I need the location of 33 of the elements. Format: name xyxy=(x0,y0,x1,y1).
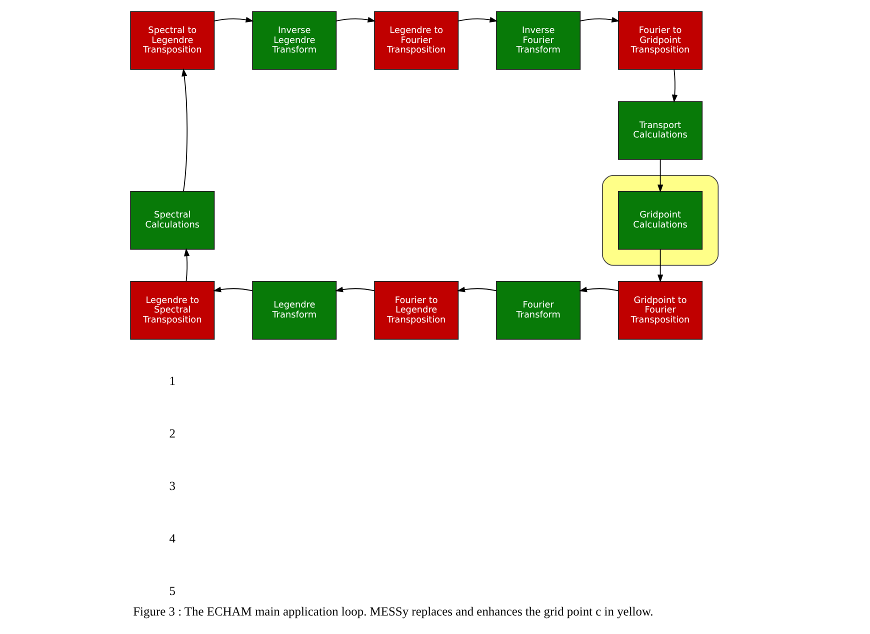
node-box: Legendre to Spectral Transposition xyxy=(130,280,214,340)
arrow xyxy=(657,159,663,193)
arrow xyxy=(579,17,620,23)
node-box: Legendre to Fourier Transposition xyxy=(374,11,458,70)
arrow xyxy=(181,68,188,192)
node-box: Fourier to Gridpoint Transposition xyxy=(618,11,702,70)
arrow xyxy=(334,286,374,292)
arrow xyxy=(671,69,678,103)
node-box: Fourier to Legendre Transposition xyxy=(374,280,458,340)
node-box: Inverse Legendre Transform xyxy=(252,11,336,70)
arrow xyxy=(335,17,376,23)
label: 3 xyxy=(168,478,176,493)
node-box: Fourier Transform xyxy=(496,280,580,340)
label: 5 xyxy=(168,584,176,598)
node-box: Spectral Calculations xyxy=(130,191,214,250)
node-box: Legendre Transform xyxy=(252,280,336,340)
arrow xyxy=(213,17,254,23)
node-box: Gridpoint to Fourier Transposition xyxy=(618,280,702,340)
label: 1 xyxy=(168,374,176,388)
arrow xyxy=(657,248,663,283)
caption: Figure 3 : The ECHAM main application loop. MESSy replaces and enhances the grid point c in yellow. xyxy=(132,604,653,618)
node-box: Transport Calculations xyxy=(618,101,702,160)
node-box: Gridpoint Calculations xyxy=(618,191,702,250)
arrow xyxy=(578,286,618,292)
cluster xyxy=(601,175,718,266)
arrow xyxy=(456,286,496,292)
label: 4 xyxy=(168,531,176,546)
arrow xyxy=(212,286,252,292)
label: 2 xyxy=(168,426,176,440)
arrow xyxy=(184,248,190,282)
node-box: Spectral to Legendre Transposition xyxy=(130,11,214,70)
node-box: Inverse Fourier Transform xyxy=(496,11,580,70)
arrow xyxy=(457,17,498,23)
